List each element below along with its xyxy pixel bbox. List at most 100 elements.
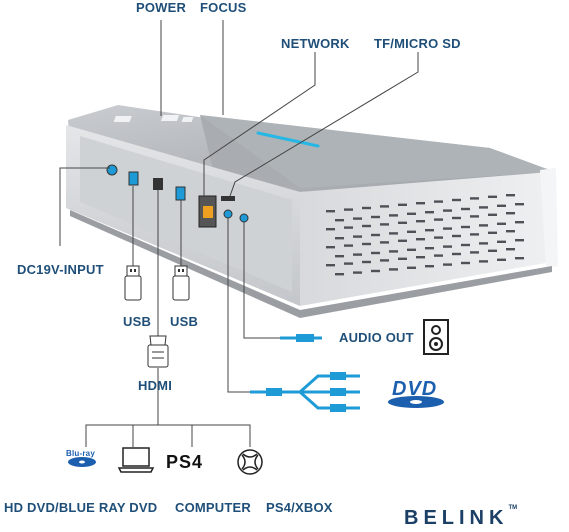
vent-slot <box>488 249 497 252</box>
speaker-icon <box>423 319 449 355</box>
vent-slot <box>353 217 362 220</box>
vent-slot <box>326 228 335 231</box>
vent-slot <box>461 261 470 265</box>
vent-slot <box>353 253 362 256</box>
vent-slot <box>380 241 389 244</box>
vent-slot <box>443 227 452 230</box>
usb-plug-icon <box>124 265 142 301</box>
vent-slot <box>389 268 398 271</box>
vent-slot <box>461 225 470 229</box>
vent-slot <box>479 224 488 227</box>
hdmi-plug-icon <box>147 335 169 368</box>
vent-slot <box>506 230 515 233</box>
vent-slot <box>470 215 479 218</box>
audio-cable-icon <box>280 334 322 342</box>
hdmi-label: HDMI <box>138 378 173 393</box>
vent-slot <box>452 234 461 238</box>
vent-slot <box>389 232 398 235</box>
vent-slot <box>362 260 371 264</box>
vent-slot <box>407 266 416 269</box>
vent-slot <box>452 252 461 256</box>
vent-slot <box>506 248 515 251</box>
power-label: POWER <box>136 0 187 15</box>
computer-label: COMPUTER <box>175 500 251 515</box>
vent-slot <box>434 254 443 257</box>
vent-slot <box>362 242 371 246</box>
bluray-logo-text: Blu-ray <box>66 449 95 458</box>
vent-slot <box>470 233 479 236</box>
vent-slot <box>335 237 344 240</box>
vent-slot <box>335 255 344 258</box>
vent-slot <box>389 250 398 253</box>
vent-slot <box>425 265 434 268</box>
hdmi-port <box>153 178 163 190</box>
dvd-logo-icon <box>388 396 444 408</box>
vent-slot <box>416 256 425 259</box>
vent-slot <box>434 200 443 203</box>
brand-name: BELINK <box>404 507 509 529</box>
vent-slot <box>434 236 443 239</box>
vent-slot <box>515 221 524 224</box>
bluray-logo-icon <box>68 457 96 467</box>
vent-slot <box>470 197 479 200</box>
leader-lines <box>59 20 419 447</box>
usb-port-2 <box>175 186 186 201</box>
focus-label: FOCUS <box>200 0 247 15</box>
vent-slot <box>371 215 380 219</box>
dc-input-port <box>106 164 118 176</box>
usb-plug-icon <box>172 265 190 301</box>
vent-slot <box>488 195 497 198</box>
vent-slot <box>344 244 353 247</box>
vent-slot <box>362 224 371 228</box>
av-port <box>223 209 233 219</box>
vent-slot <box>425 211 434 214</box>
audio-port <box>239 213 249 223</box>
vent-slot <box>497 258 506 261</box>
vent-slot <box>497 204 506 207</box>
vent-slot <box>488 231 497 234</box>
vent-slot <box>380 223 389 226</box>
vent-slot <box>479 206 488 209</box>
vent-slot <box>461 243 470 247</box>
usb-label-1: USB <box>123 314 152 329</box>
vent-slot <box>371 251 380 255</box>
vent-slot <box>362 206 371 210</box>
vent-slot <box>389 214 398 217</box>
usb-port-1 <box>128 171 139 186</box>
audio-out-label: AUDIO OUT <box>339 330 414 345</box>
vent-slot <box>515 203 524 206</box>
front-ports <box>106 164 249 228</box>
vent-slot <box>488 213 497 216</box>
vent-slot <box>326 210 335 213</box>
vent-slot <box>434 218 443 221</box>
vent-slot <box>506 194 515 197</box>
vent-slot <box>398 257 407 260</box>
vent-slot <box>425 229 434 232</box>
vent-slot <box>443 245 452 248</box>
vent-slot <box>326 264 335 267</box>
vent-slot <box>416 202 425 205</box>
vent-slot <box>479 242 488 245</box>
laptop-icon <box>117 447 155 473</box>
vent-slot <box>353 271 362 274</box>
vent-slot <box>344 262 353 265</box>
vent-slot <box>344 226 353 229</box>
hd-dvd-label: HD DVD/BLUE RAY DVD <box>4 500 158 515</box>
vent-slot <box>353 235 362 238</box>
vent-slot <box>452 216 461 220</box>
vent-slot <box>461 207 470 211</box>
dc-input-label: DC19V-INPUT <box>17 262 104 277</box>
vent-slot <box>407 212 416 215</box>
vent-slot <box>380 259 389 262</box>
vent-slot <box>371 269 380 273</box>
vent-slot <box>380 205 389 208</box>
vent-slot <box>452 198 461 202</box>
vent-slot <box>425 247 434 250</box>
ps4-xbox-label: PS4/XBOX <box>266 500 333 515</box>
vent-slot <box>506 212 515 215</box>
vent-slot <box>398 203 407 206</box>
vent-slot <box>326 246 335 249</box>
brand-logo-text: BELINKTM <box>404 505 517 530</box>
xbox-icon <box>237 449 263 475</box>
